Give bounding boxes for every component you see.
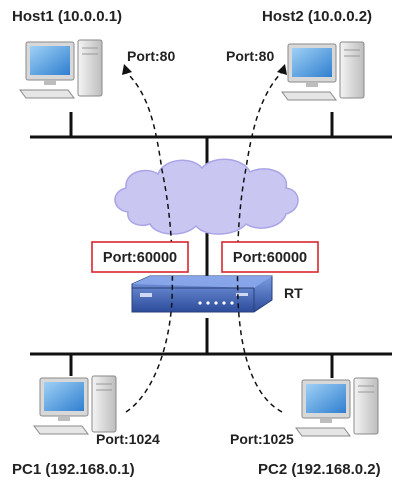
host2-label: Host2 (10.0.0.2) xyxy=(262,8,372,25)
router-port-box-right xyxy=(221,241,319,273)
host2-port-label: Port:80 xyxy=(226,48,274,64)
host1-computer-icon xyxy=(19,39,103,99)
flow-pc2-to-host2 xyxy=(236,71,283,413)
pc1-computer-icon xyxy=(33,375,117,435)
pc2-port-label: Port:1025 xyxy=(230,431,294,447)
router-port-left-label: Port:60000 xyxy=(103,250,177,266)
pc1-port-label: Port:1024 xyxy=(96,431,160,447)
internet-cloud xyxy=(114,158,299,235)
arrowhead-host2 xyxy=(277,64,287,75)
pc2-label: PC2 (192.168.0.2) xyxy=(258,461,381,478)
host1-label: Host1 (10.0.0.1) xyxy=(12,8,122,25)
arrowhead-host1 xyxy=(122,64,132,75)
router-label: RT xyxy=(284,285,303,301)
host1-port-label: Port:80 xyxy=(127,48,175,64)
host2-computer-icon xyxy=(281,41,365,101)
router-port-box-left xyxy=(91,241,189,273)
pc1-label: PC1 (192.168.0.1) xyxy=(12,461,135,478)
flow-pc1-to-host1 xyxy=(125,71,174,413)
router-icon xyxy=(131,275,273,313)
router-port-right-label: Port:60000 xyxy=(233,250,307,266)
pc2-computer-icon xyxy=(295,377,379,437)
